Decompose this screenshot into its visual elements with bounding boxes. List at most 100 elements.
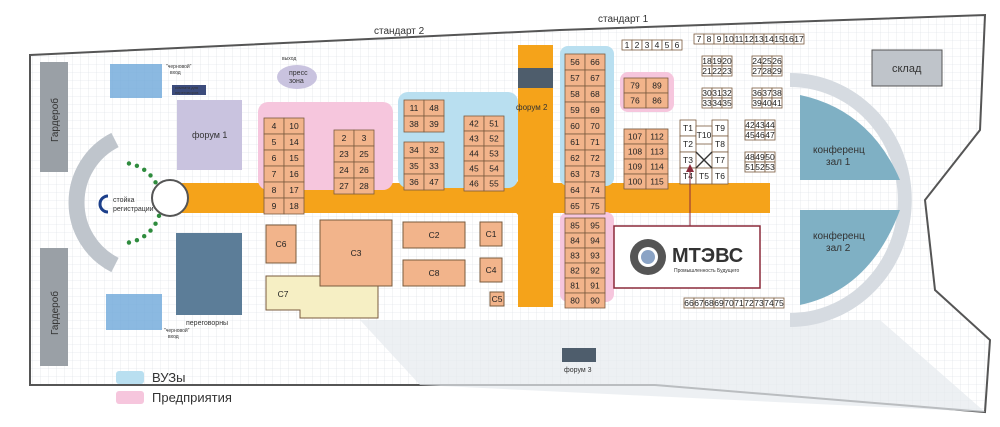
booth-rc-45-label: 45 [745,130,755,140]
plant-dot [142,167,147,173]
booth-75[interactable] [584,197,606,215]
booth-95-label: 95 [590,221,600,231]
booth-113-label: 113 [650,147,664,157]
press-zone-label-2: зона [289,78,304,85]
plant-dot [142,233,147,239]
booth-c1[interactable] [479,221,503,247]
booth-47-label: 47 [429,177,439,187]
wardrobe-top [40,62,68,172]
booth-T6[interactable] [711,167,729,185]
booth-br-67-label: 67 [694,298,704,308]
conference-hall-1[interactable] [800,95,900,180]
wardrobe-top-label: Гардероб [49,98,61,142]
registration-label-1: стойка [113,196,135,204]
booth-c8[interactable] [402,259,466,287]
booth-tg-35[interactable] [721,97,733,109]
booth-23-label: 23 [339,149,349,159]
negotiation-label: переговорны [186,320,228,327]
booth-br-75[interactable] [773,297,785,309]
booth-tg-30-label: 30 [702,88,712,98]
booth-br-72-label: 72 [744,298,754,308]
booth-69-label: 69 [590,105,600,115]
booth-42-label: 42 [469,119,479,129]
booth-tg-23-label: 23 [722,66,732,76]
booth-top-17[interactable] [793,33,805,45]
booth-c1-label: C1 [486,229,497,239]
booth-3-label: 3 [362,133,367,143]
booth-top-15-label: 15 [774,34,784,44]
booth-tg-23[interactable] [721,65,733,77]
booth-112-label: 112 [650,132,664,142]
booth-27-label: 27 [339,181,349,191]
booth-c3[interactable] [319,219,393,287]
booth-T4-label: T4 [683,171,693,181]
plant-dot [134,238,140,243]
booth-T10[interactable] [695,125,713,145]
booth-86[interactable] [645,92,669,109]
booth-67-label: 67 [590,73,600,83]
booth-55[interactable] [483,175,505,192]
booth-47[interactable] [423,173,445,191]
booth-61-label: 61 [570,137,580,147]
booth-tg-41[interactable] [771,97,783,109]
black-entrance-top-label-1: "черновой" [166,63,192,70]
booth-63-label: 63 [570,169,580,179]
booth-br-73-label: 73 [754,298,764,308]
booth-rc-44-label: 44 [765,120,775,130]
conference-hall-2[interactable] [800,210,900,305]
legend-universities-label: ВУЗы [152,370,186,385]
booth-32-label: 32 [429,145,439,155]
booth-top-6[interactable] [671,39,683,51]
booth-92-label: 92 [590,266,600,276]
booth-c6[interactable] [265,224,297,264]
booth-c8-label: C8 [429,268,440,278]
booth-39-label: 39 [429,119,439,129]
booth-18[interactable] [283,197,305,215]
booth-top-10-label: 10 [724,34,734,44]
booth-84-label: 84 [570,236,580,246]
booth-c5[interactable] [489,291,505,307]
booth-c2[interactable] [402,221,466,249]
booth-86-label: 86 [652,96,662,106]
booth-90[interactable] [584,292,606,309]
booth-T5-label: T5 [699,171,709,181]
plant-dot [134,163,140,168]
booth-rc-48-label: 48 [745,152,755,162]
booth-107-label: 107 [628,132,642,142]
booth-rc-46-label: 46 [755,130,765,140]
booth-rc-47[interactable] [764,129,776,141]
plant-dot [126,240,132,245]
registration-label-2: регистрации [113,206,154,213]
booth-tg-29[interactable] [771,65,783,77]
entrance-circle [151,179,189,217]
booth-75-label: 75 [590,201,600,211]
booth-T2-label: T2 [683,139,693,149]
plant-dot [148,173,153,178]
booth-8-label: 8 [272,185,277,195]
booth-115[interactable] [645,173,669,190]
booth-c4[interactable] [479,257,503,283]
booth-7-label: 7 [272,169,277,179]
booth-82-label: 82 [570,266,580,276]
booth-39[interactable] [423,115,445,133]
booth-28[interactable] [353,177,375,195]
black-entrance-bottom [106,294,162,330]
booth-br-74-label: 74 [764,298,774,308]
registration-arc [68,132,119,273]
booth-74-label: 74 [590,185,600,195]
booth-66-label: 66 [590,57,600,67]
booth-T7-label: T7 [715,155,725,165]
booth-44-label: 44 [469,149,479,159]
booth-76-label: 76 [630,96,640,106]
booth-tg-36-label: 36 [752,88,762,98]
booth-46-label: 46 [469,179,479,189]
booth-9-label: 9 [272,201,277,211]
booth-c7-label: C7 [278,289,289,299]
booth-tg-31-label: 31 [712,88,722,98]
booth-25-label: 25 [359,149,369,159]
booth-rc-53[interactable] [764,161,776,173]
wardrobe-bottom-label: Гардероб [49,291,61,335]
booth-c4-label: C4 [486,265,497,275]
